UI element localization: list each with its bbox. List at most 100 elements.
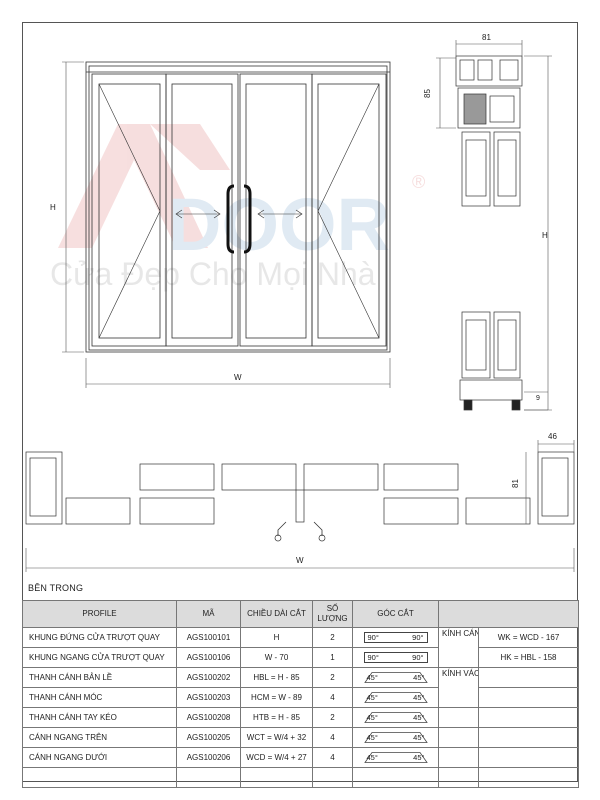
profile-name: KHUNG ĐỨNG CỬA TRƯỢT QUAY bbox=[22, 627, 177, 648]
glass-leaf-label: KÍNH CÁNH bbox=[438, 627, 479, 668]
dim-plan-frame-label: 81 bbox=[511, 479, 520, 488]
cut-angle-bevel: 45° 45° bbox=[363, 692, 428, 703]
angle-right: 45° bbox=[413, 733, 425, 742]
cut-length: W - 70 bbox=[240, 647, 313, 668]
profile-name: THANH CÁNH MÓC bbox=[22, 687, 177, 708]
quantity: 2 bbox=[312, 667, 353, 688]
dimension-frame-width bbox=[455, 40, 523, 56]
dim-plan-depth-label: 46 bbox=[548, 432, 557, 441]
watermark-brand: DOOR bbox=[168, 183, 390, 266]
header-profile: PROFILE bbox=[22, 600, 177, 628]
glass-panel-label: KÍNH VÁCH bbox=[438, 667, 479, 708]
header-code: MÃ bbox=[176, 600, 241, 628]
profile-name: THANH CÁNH TAY KÉO bbox=[22, 707, 177, 728]
angle-right: 45° bbox=[413, 673, 425, 682]
table-row: KHUNG NGANG CỬA TRƯỢT QUAY AGS100106 W -… bbox=[22, 647, 579, 668]
quantity: 4 bbox=[312, 727, 353, 748]
profile-name: THANH CÁNH BẢN LỀ bbox=[22, 667, 177, 688]
table-row: THANH CÁNH MÓC AGS100203 HCM = W - 89 4 … bbox=[22, 687, 579, 708]
dim-width-plan-label: W bbox=[296, 556, 304, 565]
watermark-registered: ® bbox=[412, 172, 425, 192]
header-cut-length: CHIỀU DÀI CẮT bbox=[240, 600, 313, 628]
profile-code: AGS100203 bbox=[176, 687, 241, 708]
dimension-height-right bbox=[524, 55, 552, 411]
dimension-width-elevation bbox=[85, 358, 391, 388]
cut-length: HCM = W - 89 bbox=[240, 687, 313, 708]
angle-right: 45° bbox=[413, 753, 425, 762]
cut-angle: 45° 45° bbox=[352, 747, 439, 768]
angle-left: 45° bbox=[366, 753, 378, 762]
profile-code: AGS100205 bbox=[176, 727, 241, 748]
quantity: 4 bbox=[312, 747, 353, 768]
table-row: CÁNH NGANG TRÊN AGS100205 WCT = W/4 + 32… bbox=[22, 727, 579, 748]
header-angle: GÓC CẮT bbox=[352, 600, 439, 628]
angle-right: 90° bbox=[412, 653, 424, 662]
empty-cell bbox=[478, 727, 579, 748]
quantity: 2 bbox=[312, 627, 353, 648]
door-elevation bbox=[85, 61, 391, 353]
dimension-sill bbox=[524, 391, 548, 411]
cut-length: WCD = W/4 + 27 bbox=[240, 747, 313, 768]
cut-length: HTB = H - 85 bbox=[240, 707, 313, 728]
empty-cell bbox=[438, 707, 479, 728]
plan-section bbox=[25, 451, 575, 542]
empty-cell bbox=[478, 747, 579, 768]
cut-angle: 90° 90° bbox=[352, 627, 439, 648]
cut-length: WCT = W/4 + 32 bbox=[240, 727, 313, 748]
quantity: 2 bbox=[312, 707, 353, 728]
empty-cell bbox=[438, 727, 479, 748]
angle-right: 90° bbox=[412, 633, 424, 642]
angle-left: 45° bbox=[366, 693, 378, 702]
section-label: BÊN TRONG bbox=[28, 583, 84, 593]
table-row-empty bbox=[22, 767, 579, 788]
empty-cell bbox=[478, 707, 579, 728]
dimension-height-left bbox=[62, 61, 84, 353]
cut-angle-bevel: 45° 45° bbox=[363, 752, 428, 763]
table-header: PROFILE MÃ CHIỀU DÀI CẮT SỐ LƯỢNG GÓC CẮ… bbox=[22, 600, 579, 628]
profile-name: KHUNG NGANG CỬA TRƯỢT QUAY bbox=[22, 647, 177, 668]
quantity: 4 bbox=[312, 687, 353, 708]
dimension-plan-depth bbox=[537, 440, 575, 452]
table-row: CÁNH NGANG DƯỚI AGS100206 WCD = W/4 + 27… bbox=[22, 747, 579, 768]
dim-frame-width-label: 81 bbox=[482, 33, 491, 42]
cut-angle-square: 90° 90° bbox=[363, 652, 428, 663]
cut-angle: 45° 45° bbox=[352, 667, 439, 688]
angle-left: 45° bbox=[366, 733, 378, 742]
angle-left: 90° bbox=[367, 633, 379, 642]
cut-length: H bbox=[240, 627, 313, 648]
empty-cell bbox=[438, 747, 479, 768]
watermark-logo: DOOR ® Cửa Đẹp Cho Mọi Nhà bbox=[50, 124, 425, 292]
profile-code: AGS100202 bbox=[176, 667, 241, 688]
vertical-section-bottom bbox=[459, 311, 523, 411]
cut-angle-bevel: 45° 45° bbox=[363, 732, 428, 743]
empty-cell bbox=[478, 687, 579, 708]
profile-code: AGS100208 bbox=[176, 707, 241, 728]
glass-height-formula: HK = HBL - 158 bbox=[478, 647, 579, 668]
angle-left: 90° bbox=[367, 653, 379, 662]
dim-height-left-label: H bbox=[50, 203, 56, 212]
dim-height-right-label: H bbox=[542, 231, 548, 240]
angle-left: 45° bbox=[366, 673, 378, 682]
empty-cell bbox=[478, 667, 579, 688]
dim-frame-depth-label: 85 bbox=[423, 89, 432, 98]
cut-angle-bevel: 45° 45° bbox=[363, 712, 428, 723]
cutting-spec-table: PROFILE MÃ CHIỀU DÀI CẮT SỐ LƯỢNG GÓC CẮ… bbox=[22, 600, 579, 788]
cut-angle: 45° 45° bbox=[352, 707, 439, 728]
dimension-frame-depth bbox=[436, 57, 456, 129]
angle-right: 45° bbox=[413, 693, 425, 702]
header-extra bbox=[438, 600, 579, 628]
glass-width-formula: WK = WCD - 167 bbox=[478, 627, 579, 648]
cut-angle: 45° 45° bbox=[352, 727, 439, 748]
profile-code: AGS100106 bbox=[176, 647, 241, 668]
cut-angle: 90° 90° bbox=[352, 647, 439, 668]
vertical-section-top bbox=[455, 55, 523, 207]
cut-length: HBL = H - 85 bbox=[240, 667, 313, 688]
table-row: THANH CÁNH BẢN LỀ AGS100202 HBL = H - 85… bbox=[22, 667, 579, 708]
profile-code: AGS100101 bbox=[176, 627, 241, 648]
profile-name: CÁNH NGANG DƯỚI bbox=[22, 747, 177, 768]
header-quantity: SỐ LƯỢNG bbox=[312, 600, 353, 628]
profile-code: AGS100206 bbox=[176, 747, 241, 768]
watermark-slogan: Cửa Đẹp Cho Mọi Nhà bbox=[50, 256, 376, 292]
dimension-width-plan bbox=[25, 548, 575, 572]
